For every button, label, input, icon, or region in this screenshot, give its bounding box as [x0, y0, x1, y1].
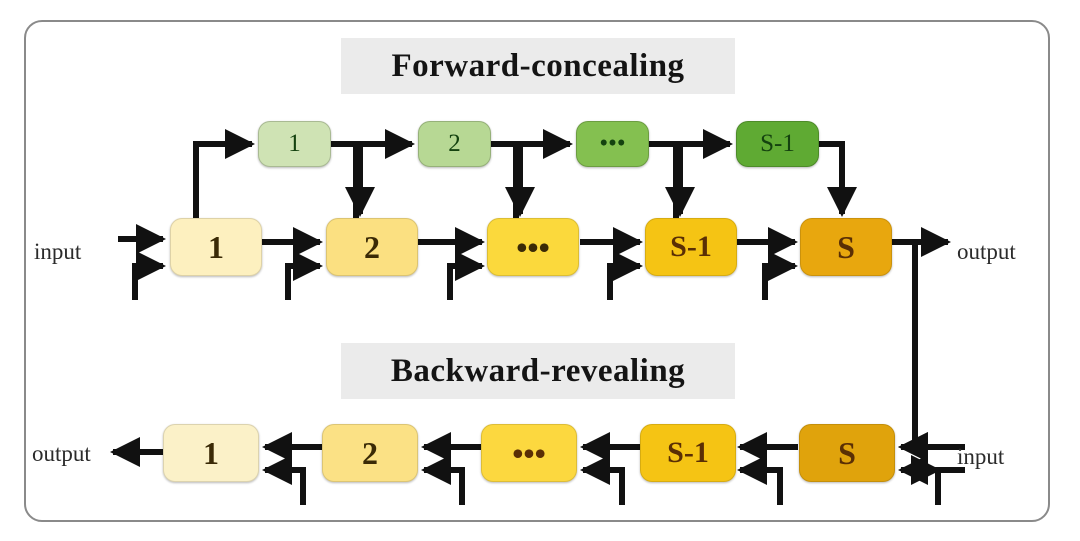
forward-skip-node-ellipsis[interactable]: •••: [576, 121, 649, 167]
backward-node-s-label: S: [838, 434, 856, 471]
backward-node-1-label: 1: [203, 434, 219, 471]
label-bottom-output: output: [32, 441, 91, 466]
forward-wires: [118, 129, 951, 300]
label-top-input: input: [34, 239, 82, 264]
section-title-backward: Backward-revealing: [341, 343, 735, 399]
section-title-forward: Forward-concealing: [341, 38, 735, 94]
backward-wires: [110, 432, 965, 505]
forward-skip-node-ellipsis-label: •••: [599, 130, 626, 157]
forward-node-2-label: 2: [364, 228, 380, 265]
forward-skip-node-1-label: 1: [288, 130, 301, 157]
forward-node-s-minus-1[interactable]: S-1: [645, 218, 737, 276]
label-top-output: output: [957, 239, 1016, 264]
backward-node-2-label: 2: [362, 434, 378, 471]
forward-skip-node-s-minus-1-label: S-1: [760, 130, 795, 157]
forward-node-s[interactable]: S: [800, 218, 892, 276]
forward-node-2[interactable]: 2: [326, 218, 418, 276]
forward-node-s-label: S: [837, 228, 855, 265]
forward-skip-node-2[interactable]: 2: [418, 121, 491, 167]
backward-node-ellipsis[interactable]: •••: [481, 424, 577, 482]
forward-node-s-minus-1-label: S-1: [670, 230, 712, 263]
forward-skip-node-2-label: 2: [448, 130, 461, 157]
backward-node-s[interactable]: S: [799, 424, 895, 482]
backward-node-s-minus-1-label: S-1: [667, 436, 709, 469]
forward-skip-node-s-minus-1[interactable]: S-1: [736, 121, 819, 167]
forward-node-ellipsis-label: •••: [516, 228, 550, 265]
label-bottom-input: input: [957, 444, 1005, 469]
forward-node-1[interactable]: 1: [170, 218, 262, 276]
backward-node-ellipsis-label: •••: [512, 434, 546, 471]
forward-skip-node-1[interactable]: 1: [258, 121, 331, 167]
forward-to-backward-connector: [892, 239, 928, 462]
backward-node-1[interactable]: 1: [163, 424, 259, 482]
backward-node-s-minus-1[interactable]: S-1: [640, 424, 736, 482]
forward-node-ellipsis[interactable]: •••: [487, 218, 579, 276]
forward-node-1-label: 1: [208, 228, 224, 265]
backward-node-2[interactable]: 2: [322, 424, 418, 482]
